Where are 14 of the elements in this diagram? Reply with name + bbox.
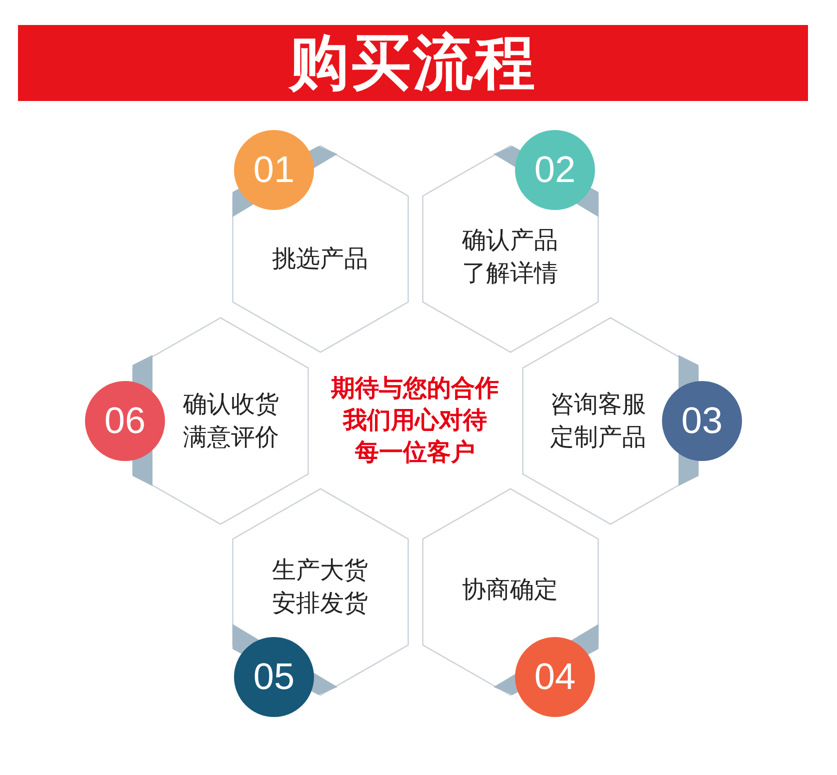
step-label: 确认收货满意评价	[182, 389, 280, 453]
step-number: 02	[534, 150, 576, 190]
slogan-text: 期待与您的合作我们用心对待每一位客户	[330, 373, 500, 468]
step-label: 咨询客服定制产品	[549, 389, 647, 453]
step-label: 挑选产品	[271, 244, 369, 274]
step-label: 确认产品了解详情	[461, 225, 559, 289]
step-number: 03	[681, 401, 723, 441]
title-text: 购买流程	[289, 28, 537, 98]
step-label: 协商确定	[461, 574, 559, 606]
step-number: 04	[534, 657, 576, 697]
step-label: 生产大货安排发货	[271, 555, 369, 619]
step-number: 06	[104, 401, 146, 441]
step-number: 05	[253, 657, 295, 697]
step-number: 01	[253, 150, 295, 190]
